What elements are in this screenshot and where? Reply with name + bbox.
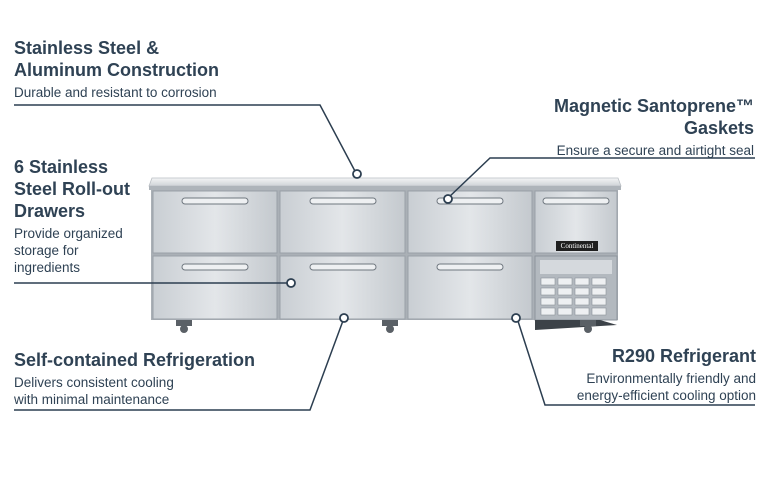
leader-dot-refrigeration [339, 313, 349, 323]
callout-desc-line: ingredients [14, 260, 81, 275]
callout-desc-line: Provide organized [14, 226, 123, 241]
callout-desc: Provide organized storage for ingredient… [14, 225, 174, 276]
callout-desc-line: with minimal maintenance [14, 392, 170, 407]
callout-title: R290 Refrigerant [611, 346, 756, 366]
leader-line-construction [14, 104, 357, 174]
callout-title: Self-contained Refrigeration [14, 350, 256, 370]
casters [176, 320, 596, 333]
callout-construction: Stainless Steel & Aluminum Construction … [14, 37, 314, 101]
callout-desc-line: Delivers consistent cooling [14, 375, 174, 390]
callout-title-line: Drawers [14, 201, 86, 221]
callout-drawers: 6 Stainless Steel Roll-out Drawers Provi… [14, 156, 174, 276]
callout-title: Stainless Steel & Aluminum Construction [14, 37, 314, 81]
leader-dot-drawers [286, 278, 296, 288]
leader-dots [286, 169, 521, 323]
callout-title: Magnetic Santoprene™ Gaskets [454, 95, 754, 139]
leader-dot-gaskets [443, 194, 453, 204]
callout-desc: Ensure a secure and airtight seal [556, 143, 754, 158]
leader-lines [14, 104, 755, 411]
brand-badge: Continental [556, 241, 598, 251]
callout-title-line: Aluminum Construction [14, 60, 219, 80]
callout-refrigeration: Self-contained Refrigeration Delivers co… [14, 349, 314, 408]
leader-dot-refrigerant [511, 313, 521, 323]
callout-desc-line: energy-efficient cooling option [576, 388, 756, 403]
callout-title-line: Stainless Steel & [14, 38, 160, 58]
leader-line-refrigeration [14, 317, 345, 411]
callout-title: 6 Stainless Steel Roll-out Drawers [14, 156, 174, 222]
callout-title-line: 6 Stainless [14, 157, 109, 177]
leader-dot-construction [352, 169, 362, 179]
callout-desc-line: storage for [14, 243, 79, 258]
countertop [148, 177, 622, 190]
leader-line-refrigerant [516, 317, 755, 406]
callout-refrigerant: R290 Refrigerant Environmentally friendl… [476, 345, 756, 404]
callout-desc: Durable and resistant to corrosion [14, 85, 217, 100]
compressor-grille [534, 255, 618, 321]
callout-title-line: Steel Roll-out [14, 179, 130, 199]
callout-desc-line: Environmentally friendly and [586, 371, 756, 386]
leader-line-gaskets [447, 157, 755, 199]
drawer-handles [181, 197, 610, 271]
base-shadow [535, 320, 617, 330]
callout-desc: Delivers consistent cooling with minimal… [14, 374, 314, 408]
callout-desc: Environmentally friendly and energy-effi… [476, 370, 756, 404]
callout-title-line: Magnetic Santoprene™ [553, 96, 754, 116]
callout-gaskets: Magnetic Santoprene™ Gaskets Ensure a se… [454, 95, 754, 159]
callout-title-line: Gaskets [683, 118, 754, 138]
